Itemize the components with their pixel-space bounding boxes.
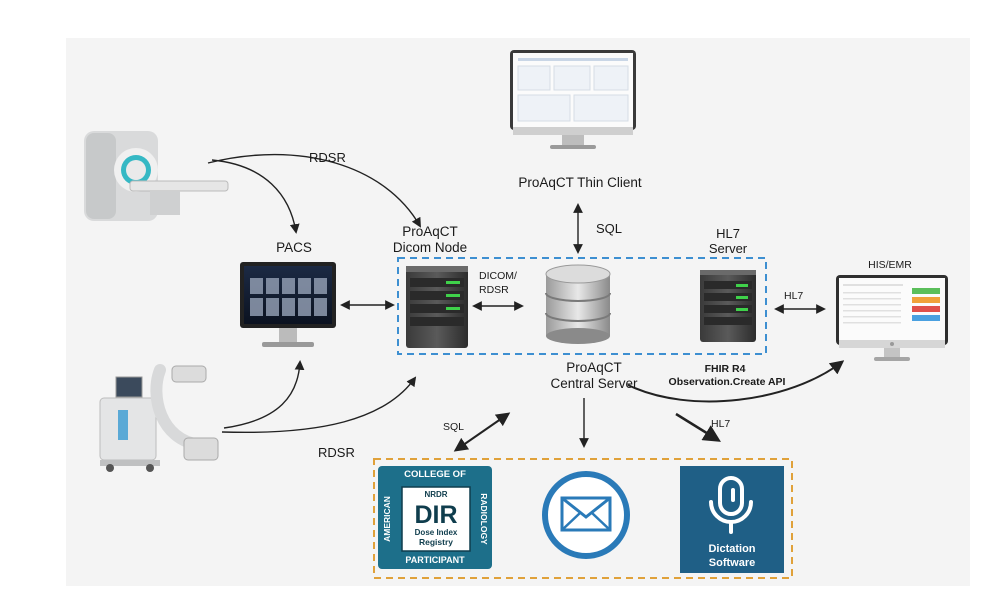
dicom-node-label-1: ProAqCT	[402, 224, 458, 239]
outputs-dashed-box	[373, 458, 793, 579]
dicom-node-label-2: Dicom Node	[392, 240, 468, 255]
thin-client-label: ProAqCT Thin Client	[518, 175, 642, 190]
arrow-carm-to-pacs	[223, 360, 305, 429]
dir-badge-right-text: RADIOLOGY	[479, 493, 489, 545]
pacs-label: PACS	[276, 240, 312, 255]
dir-badge-registry: Registry	[419, 537, 453, 547]
arrow-carm-to-dicom-node	[221, 376, 417, 434]
dicom-rdsr-label-2: RDSR	[479, 284, 509, 296]
central-server-label-2: Central Server	[550, 376, 638, 391]
dir-badge-nrdr: NRDR	[424, 490, 447, 499]
central-server-dashed-box	[397, 257, 767, 355]
database-icon	[545, 264, 611, 344]
dir-badge-top-text: COLLEGE OF	[404, 469, 466, 480]
hl7-server-label-1: HL7	[716, 226, 740, 241]
dicom-rdsr-label-1: DICOM/	[479, 270, 517, 282]
his-emr-monitor-icon	[836, 275, 948, 361]
rdsr-top-label: RDSR	[309, 150, 346, 165]
thin-client-monitor-icon	[510, 50, 636, 149]
dicom-node-server-icon	[406, 266, 468, 348]
dir-badge-dose-index: Dose Index	[415, 528, 458, 537]
dictation-line1: Dictation	[708, 543, 755, 555]
microphone-icon	[709, 476, 753, 534]
hl7-bottom-label: HL7	[711, 418, 731, 430]
c-arm-icon	[99, 364, 219, 472]
pacs-monitor-icon	[240, 262, 336, 347]
dictation-line2: Software	[709, 557, 755, 569]
dir-badge-left-text: AMERICAN	[382, 496, 392, 542]
ct-scanner-icon	[84, 131, 229, 221]
hl7-server-label-2: Server	[708, 241, 748, 256]
hl7-server-icon	[700, 270, 756, 342]
acr-dir-badge: COLLEGE OF AMERICAN RADIOLOGY NRDR DIR D…	[378, 466, 492, 569]
email-icon	[542, 471, 630, 559]
arrow-ct-to-dicom-node	[207, 153, 421, 228]
fhir-label-2: Observation.Create API	[668, 376, 786, 388]
fhir-label-1: FHIR R4	[704, 363, 746, 375]
arrow-ct-to-pacs	[211, 159, 300, 234]
dir-badge-dir: DIR	[414, 501, 457, 529]
sql-top-label: SQL	[596, 221, 623, 236]
central-server-label-1: ProAqCT	[566, 360, 622, 375]
arrow-fhir-to-his	[627, 360, 845, 403]
arrow-central-dir	[453, 412, 511, 452]
sql-bottom-label: SQL	[443, 421, 465, 433]
dictation-software-tile: Dictation Software	[680, 466, 784, 573]
his-emr-label: HIS/EMR	[868, 259, 912, 271]
hl7-right-label: HL7	[784, 290, 804, 302]
rdsr-bottom-label: RDSR	[318, 445, 355, 460]
dir-badge-participant: PARTICIPANT	[405, 555, 465, 565]
arrow-central-to-dictation	[675, 412, 721, 442]
